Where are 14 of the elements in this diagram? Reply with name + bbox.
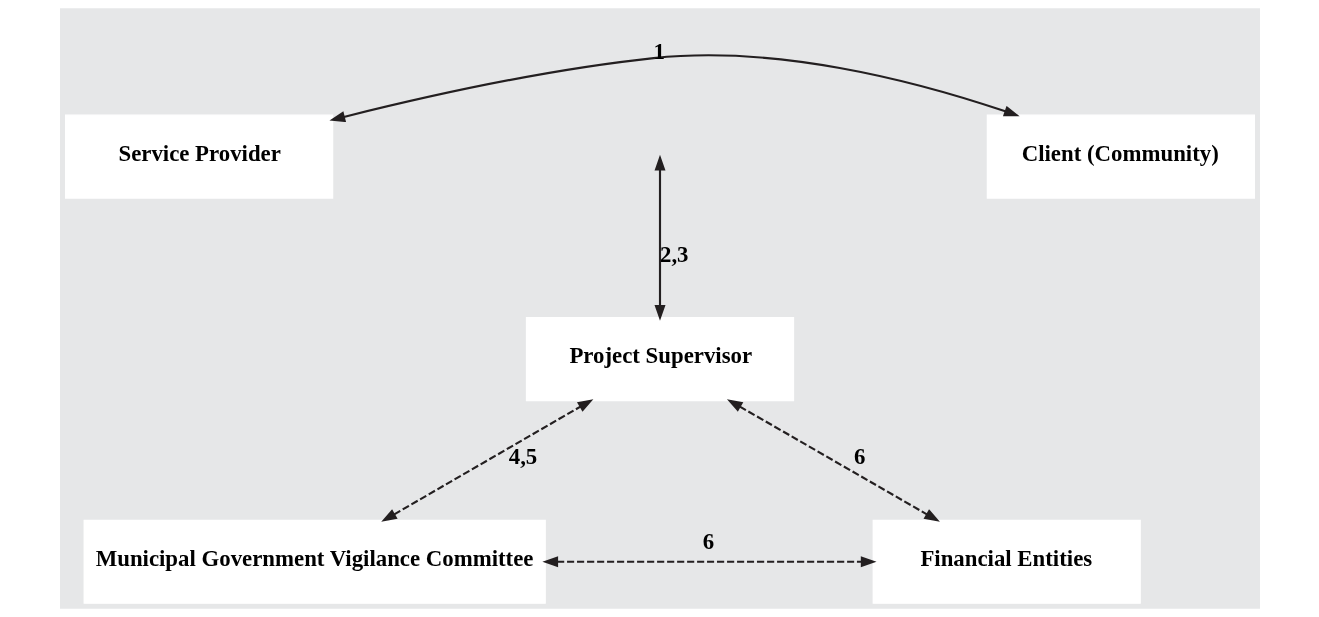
arrow	[541, 556, 877, 568]
node-box: Client (Community)	[986, 114, 1255, 199]
arrow	[654, 154, 665, 321]
arrow	[329, 54, 1020, 123]
edge-label: 4,5	[508, 444, 537, 470]
edge-label: 2,3	[659, 241, 689, 267]
arrow	[380, 399, 593, 522]
edge-label: 6	[702, 528, 714, 554]
arrow	[726, 399, 940, 522]
node-box: Project Supervisor	[525, 317, 794, 402]
edge-label: 6	[853, 444, 865, 470]
node-box: Municipal Government Vigilance Committee	[83, 519, 546, 604]
node-box: Financial Entities	[872, 519, 1141, 604]
node-box: Service Provider	[64, 114, 333, 199]
